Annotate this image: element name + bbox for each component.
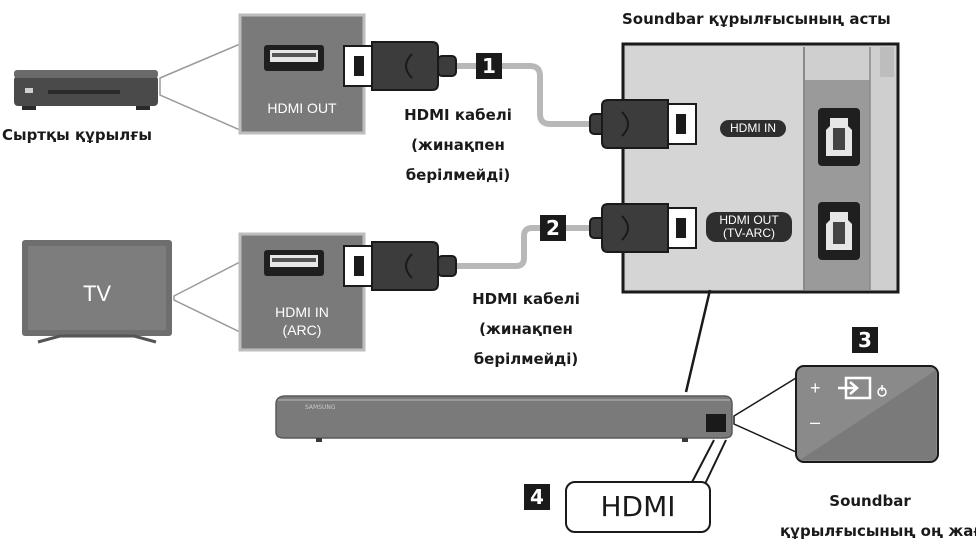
soundbar-right-label-1: Soundbar	[829, 492, 911, 510]
hdmi-cable-1	[343, 41, 697, 149]
input-source-icon	[838, 376, 872, 400]
cable2-label-2: (жинақпен	[479, 320, 573, 338]
hdmi-cable-2	[343, 203, 697, 291]
ext-hdmi-port-icon	[264, 45, 324, 71]
callout-ext-device	[159, 42, 241, 132]
step-2-badge: 2	[540, 215, 566, 241]
soundbar-side-panel	[795, 365, 939, 463]
volume-down-icon: –	[810, 412, 821, 432]
cable1-label-3: берілмейді)	[405, 166, 511, 184]
soundbar-right-label-2: құрылғысының оң жағы	[780, 522, 976, 540]
soundbar-icon	[275, 395, 733, 442]
external-device-label: Сыртқы құрылғы	[2, 126, 152, 144]
volume-up-icon: +	[810, 378, 821, 398]
cable1-label-2: (жинақпен	[411, 136, 505, 154]
external-device-icon	[14, 70, 158, 110]
step-1-badge: 1	[476, 53, 502, 79]
callout-soundbar-side	[733, 376, 797, 454]
sb-hdmi-in-label: HDMI IN	[720, 120, 786, 137]
step-4-badge: 4	[524, 484, 550, 510]
hdmi-callout-label: HDMI	[565, 481, 711, 533]
tv-label: TV	[82, 281, 112, 306]
tv-icon	[22, 240, 172, 344]
callout-tv	[173, 260, 241, 334]
sb-hdmi-out-label: HDMI OUT (TV-ARC)	[706, 212, 792, 242]
ext-port-label: HDMI OUT	[267, 100, 337, 116]
step-3-badge: 3	[852, 327, 878, 353]
tv-port-label-1: HDMI IN	[275, 304, 329, 320]
cable2-label-3: берілмейді)	[473, 350, 579, 368]
sb-hdmi-out-line2: (TV-ARC)	[723, 226, 775, 240]
sb-hdmi-out-line1: HDMI OUT	[719, 213, 779, 227]
power-icon	[877, 385, 887, 397]
tv-port-label-2: (ARC)	[282, 322, 322, 338]
soundbar-bottom-title: Soundbar құрылғысының асты	[622, 10, 891, 28]
sb-hdmi-in-port-icon	[818, 108, 860, 166]
soundbar-brand-text: SAMSUNG	[305, 404, 336, 411]
tv-hdmi-port-icon	[264, 250, 324, 276]
cable1-label-1: HDMI кабелі	[404, 106, 512, 124]
sb-hdmi-out-port-icon	[818, 202, 860, 260]
cable2-label-1: HDMI кабелі	[472, 290, 580, 308]
